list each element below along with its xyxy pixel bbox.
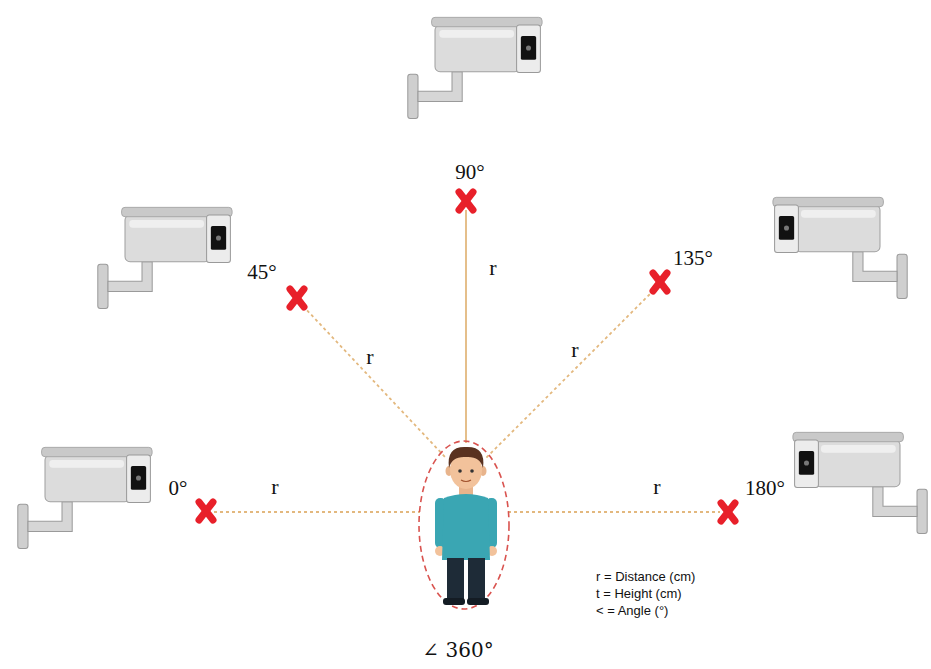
position-marker [290,289,304,307]
camera-icon [18,447,152,548]
angle-label: 0° [169,476,188,500]
position-marker [199,502,213,520]
person-figure [435,447,497,605]
camera-icon [793,432,927,533]
distance-label: r [366,344,373,369]
position-marker [653,273,667,291]
distance-label: r [571,337,578,362]
rotation-ellipse [419,441,509,609]
camera-icon [408,17,542,118]
angle-label: 45° [247,260,276,284]
angle-label: 180° [745,476,785,500]
angle-label: ∠ 360° [422,639,493,662]
position-marker [459,192,473,210]
distance-line [303,306,446,458]
distance-label: r [271,474,278,499]
distance-label: r [489,255,496,280]
distance-line [465,210,467,443]
distance-line [486,290,654,458]
legend-text: < = Angle (°) [596,604,668,619]
legend-text: t = Height (cm) [596,587,682,602]
legend-text: r = Distance (cm) [596,570,695,585]
angle-label: 135° [673,246,713,270]
angle-label: 90° [455,160,484,184]
distance-line [508,511,720,513]
distance-line [214,511,420,513]
camera-icon [773,197,907,298]
distance-label: r [653,474,660,499]
camera-icon [98,207,232,308]
position-marker [721,503,735,521]
